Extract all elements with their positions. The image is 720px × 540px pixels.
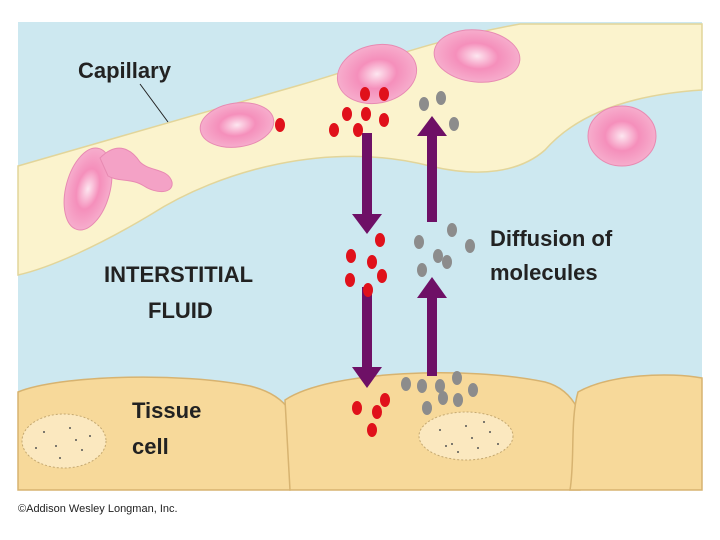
red-blood-cells [63,29,657,231]
tissue-cell-label-line1: Tissue [132,398,201,423]
nucleus [418,411,514,461]
tissue-cells [17,372,703,491]
arrow-up-icon [417,277,447,376]
red-blood-cell [587,105,657,167]
interstitial-fluid-label-line2: FLUID [148,298,213,323]
arrow-down-icon [352,287,382,388]
gray-molecules [401,91,478,415]
copyright-credit: ©Addison Wesley Longman, Inc. [18,503,178,515]
arrow-up-icon [417,116,447,222]
interstitial-fluid-label-line1: INTERSTITIAL [104,262,253,287]
red-blood-cell [336,43,418,105]
arrow-down-icon [352,133,382,234]
red-molecules [275,87,390,437]
tissue-cell [569,374,703,491]
red-blood-cell [433,29,521,83]
nucleus [21,413,107,469]
red-blood-cell [63,147,113,231]
capillary-vessel [17,23,703,276]
capillary-label: Capillary [78,58,172,83]
diffusion-label-line1: Diffusion of [490,226,613,251]
red-blood-cell [199,102,275,148]
capillary-leader-line [139,83,169,123]
chromatin-dots [35,421,499,459]
tissue-cell-label-line2: cell [132,434,169,459]
diffusion-label-line2: molecules [490,260,598,285]
arrows [352,116,447,388]
red-blood-cell-squeezing [99,147,173,192]
